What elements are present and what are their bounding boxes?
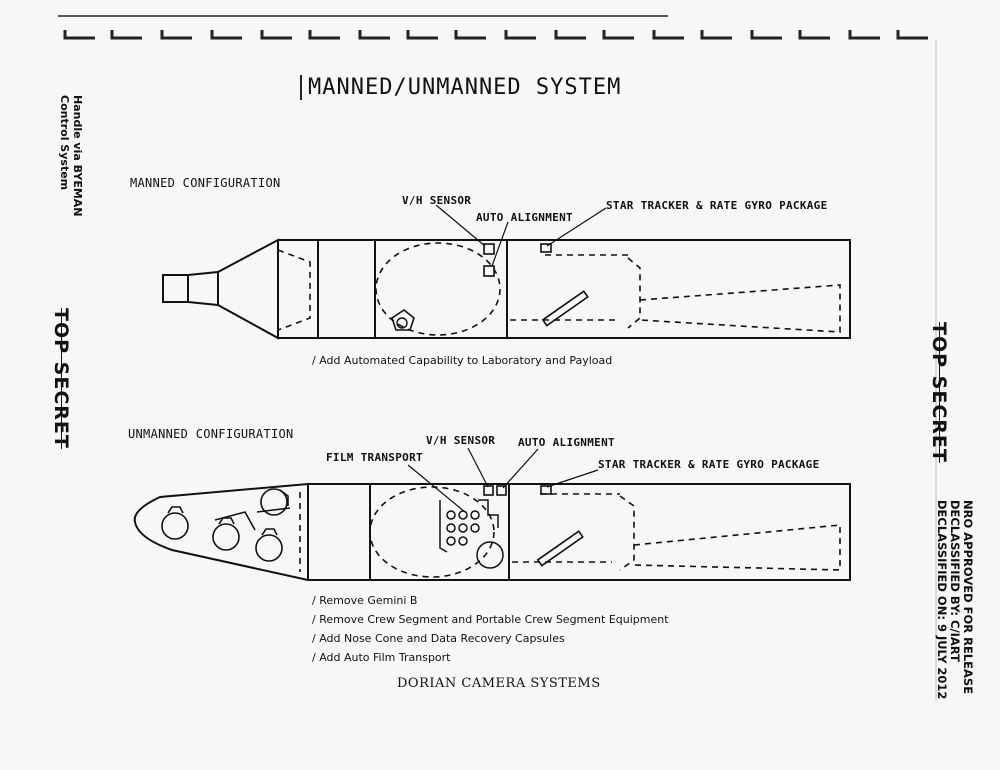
- manned-auto-alignment-label: AUTO ALIGNMENT: [476, 211, 573, 224]
- unmanned-auto-alignment-label: AUTO ALIGNMENT: [518, 436, 615, 449]
- manned-star-tracker-label: STAR TRACKER & RATE GYRO PACKAGE: [606, 199, 828, 212]
- release-line-1: NRO APPROVED FOR RELEASE: [961, 500, 975, 695]
- classification-left-text: TOP SECRET: [50, 308, 72, 449]
- manned-note: / Add Automated Capability to Laboratory…: [312, 354, 613, 367]
- unmanned-film-transport-label: FILM TRANSPORT: [326, 451, 423, 464]
- footer-title: DORIAN CAMERA SYSTEMS: [397, 676, 601, 691]
- handling-caveat-line-1: Handle via BYEMAN: [71, 95, 84, 217]
- manned-vh-sensor-label: V/H SENSOR: [402, 194, 472, 207]
- manned-vehicle: [162, 238, 851, 340]
- page-title: MANNED/UNMANNED SYSTEM: [300, 75, 621, 100]
- manned-heading: MANNED CONFIGURATION: [130, 176, 281, 190]
- unmanned-star-tracker-label: STAR TRACKER & RATE GYRO PACKAGE: [598, 458, 820, 471]
- release-line-3: DECLASSIFIED ON: 9 JULY 2012: [935, 500, 949, 700]
- handling-caveat-line-2: Control System: [58, 95, 71, 191]
- release-line-2: DECLASSIFIED BY: C/IART: [948, 500, 962, 663]
- unmanned-leaders: [407, 447, 599, 513]
- unmanned-note-1: / Remove Gemini B: [312, 594, 418, 607]
- unmanned-heading: UNMANNED CONFIGURATION: [128, 427, 294, 441]
- unmanned-note-4: / Add Auto Film Transport: [312, 651, 451, 664]
- classification-right-text: TOP SECRET: [928, 322, 950, 463]
- handling-caveat: Handle via BYEMAN Control System: [40, 95, 90, 235]
- manned-leaders: [435, 204, 607, 267]
- unmanned-note-3: / Add Nose Cone and Data Recovery Capsul…: [312, 632, 565, 645]
- unmanned-note-2: / Remove Crew Segment and Portable Crew …: [312, 613, 669, 626]
- unmanned-vh-sensor-label: V/H SENSOR: [426, 434, 496, 447]
- top-dash-border: [63, 30, 928, 40]
- unmanned-vehicle: [133, 483, 851, 581]
